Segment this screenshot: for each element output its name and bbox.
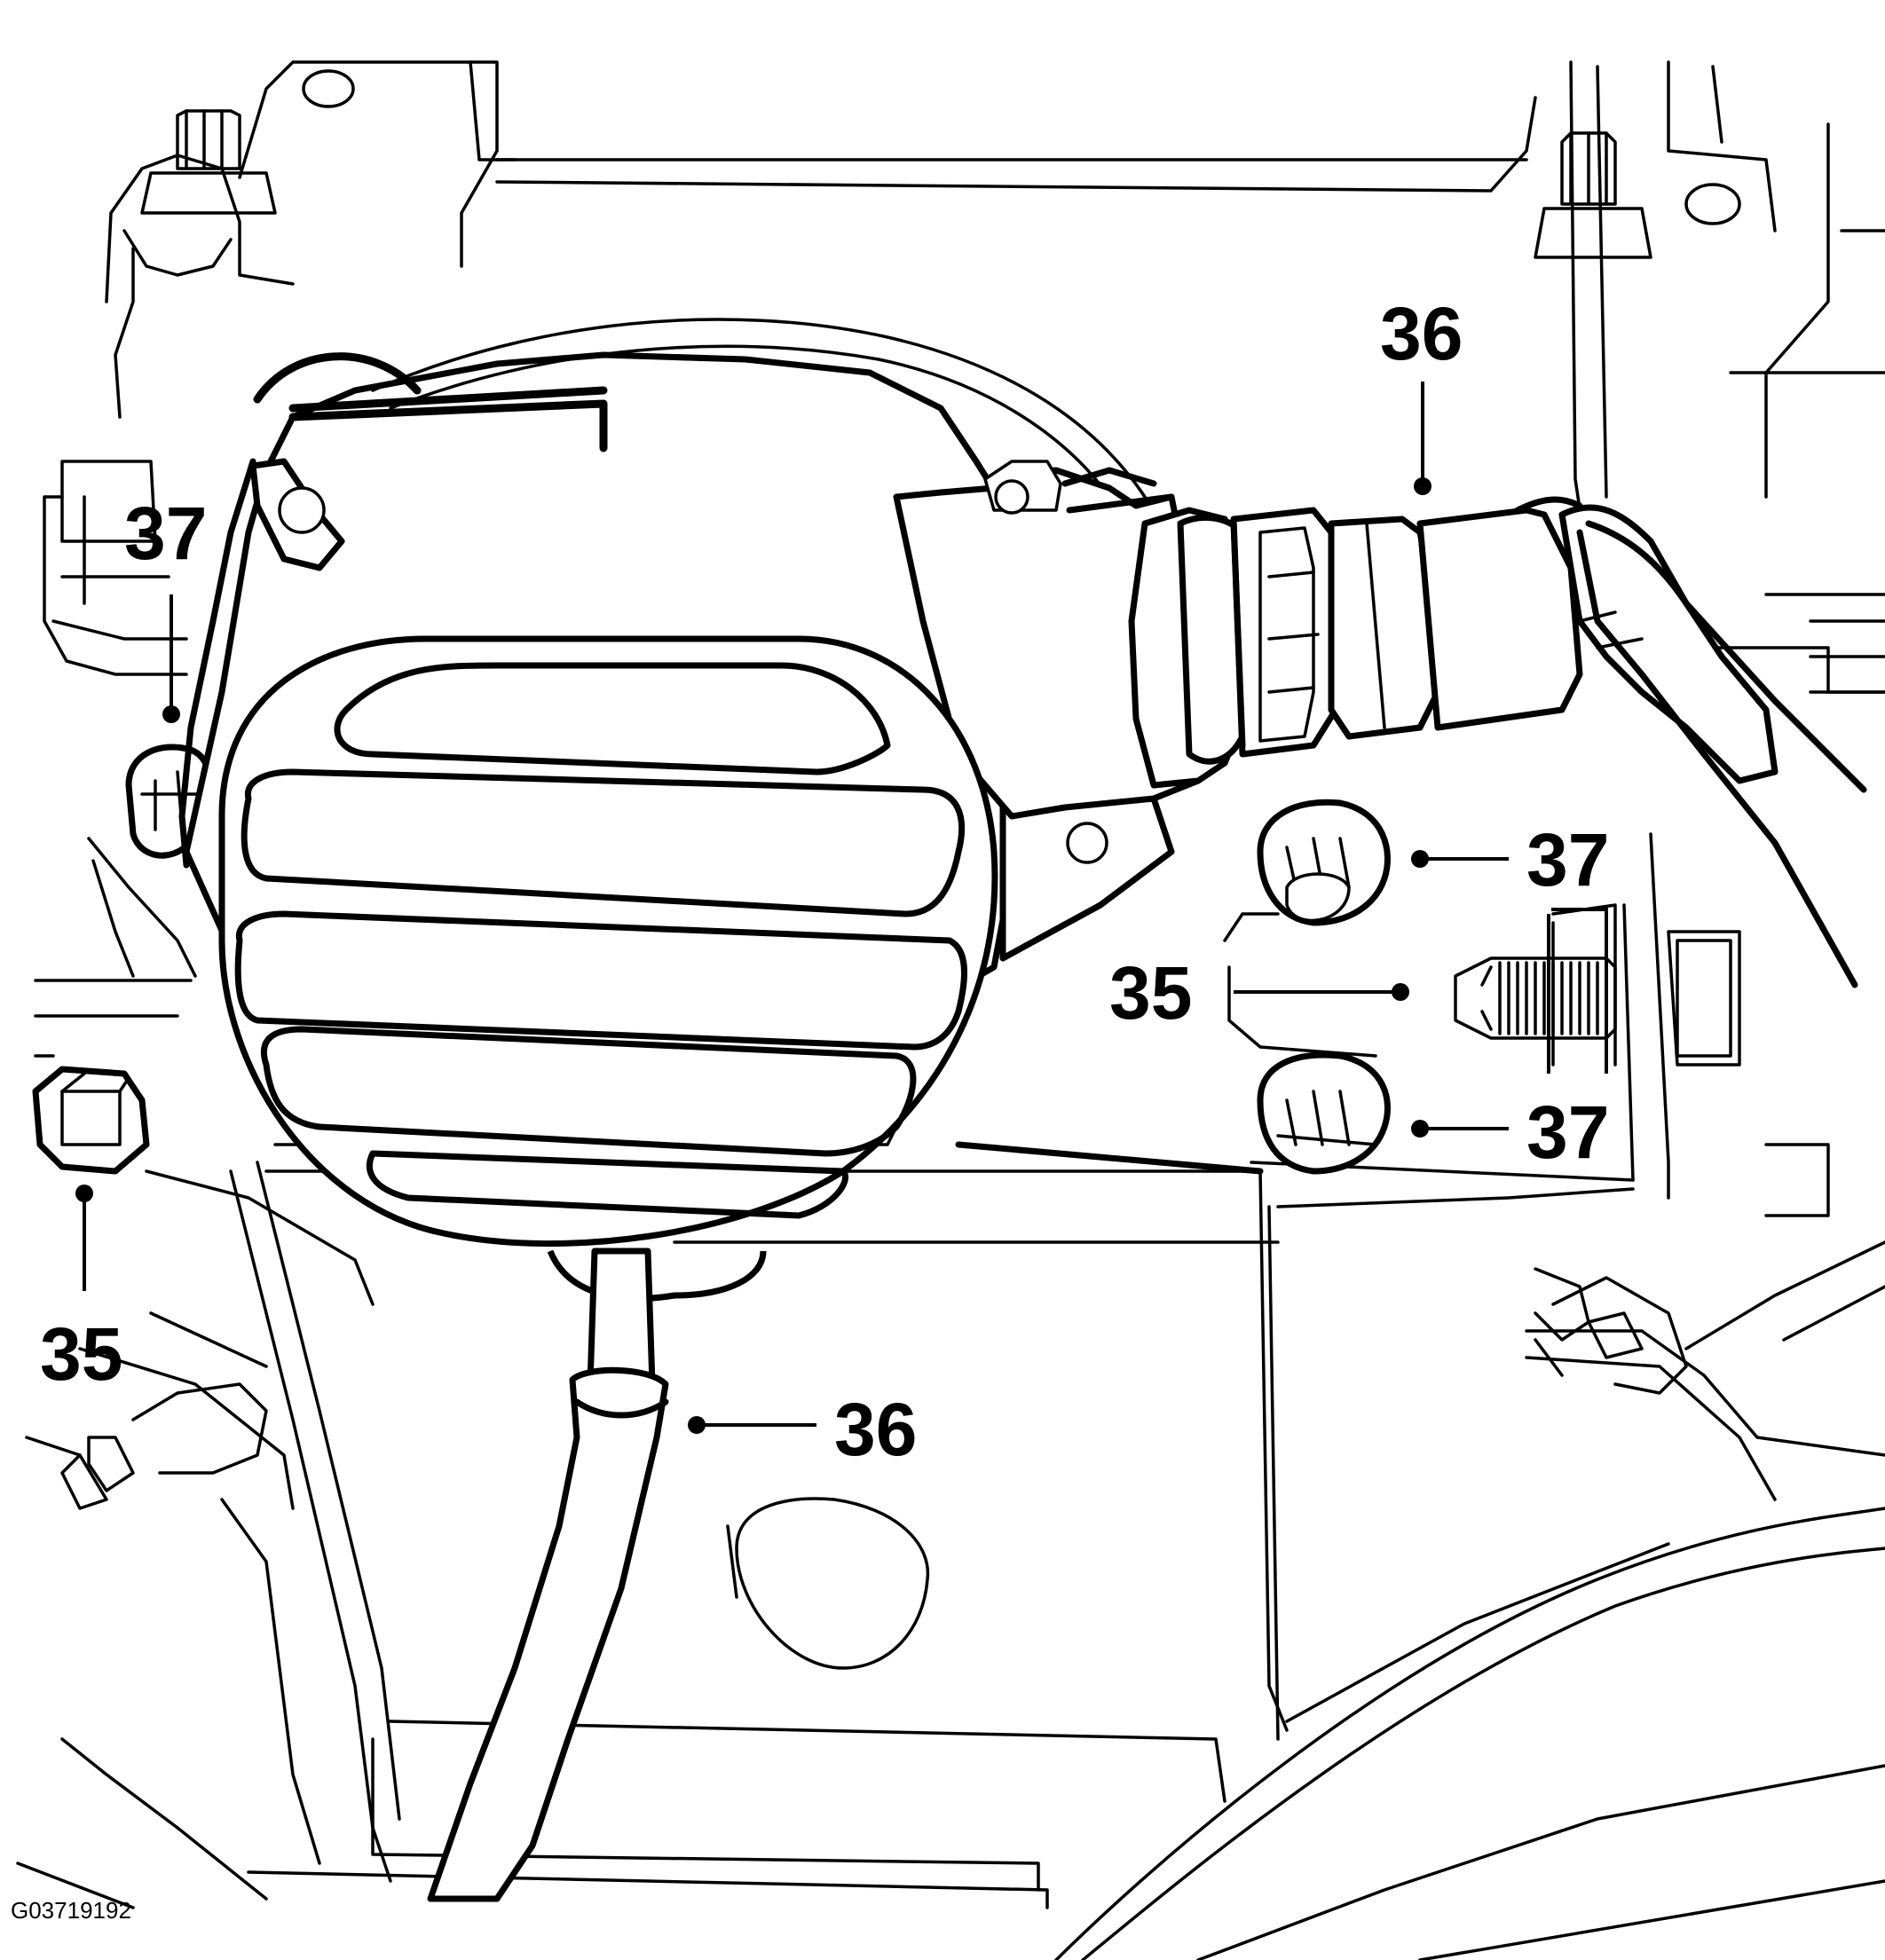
callout-37-right-upper: 37	[1526, 818, 1609, 901]
bolt-right-lower	[1257, 1051, 1391, 1175]
bolt-left-lower	[32, 1066, 150, 1175]
leader-lines	[75, 382, 1608, 1434]
engine-block	[16, 60, 1885, 1960]
figure-id: G03719192	[11, 1897, 131, 1924]
vacuum-pump	[178, 318, 1264, 1302]
callout-35-right: 35	[1109, 951, 1192, 1035]
callout-37-left: 37	[124, 492, 207, 575]
callout-36-top: 36	[1380, 292, 1463, 375]
connector-hose	[1128, 496, 1867, 988]
bolt-right-upper	[1257, 799, 1391, 926]
vacuum-hose	[427, 1248, 669, 1902]
callout-37-right-lower: 37	[1526, 1090, 1609, 1174]
stud-bracket	[1223, 912, 1377, 1058]
callout-35-left: 35	[40, 1312, 122, 1396]
stud-35-right	[1454, 956, 1617, 1040]
callout-36-bottom: 36	[834, 1388, 917, 1471]
